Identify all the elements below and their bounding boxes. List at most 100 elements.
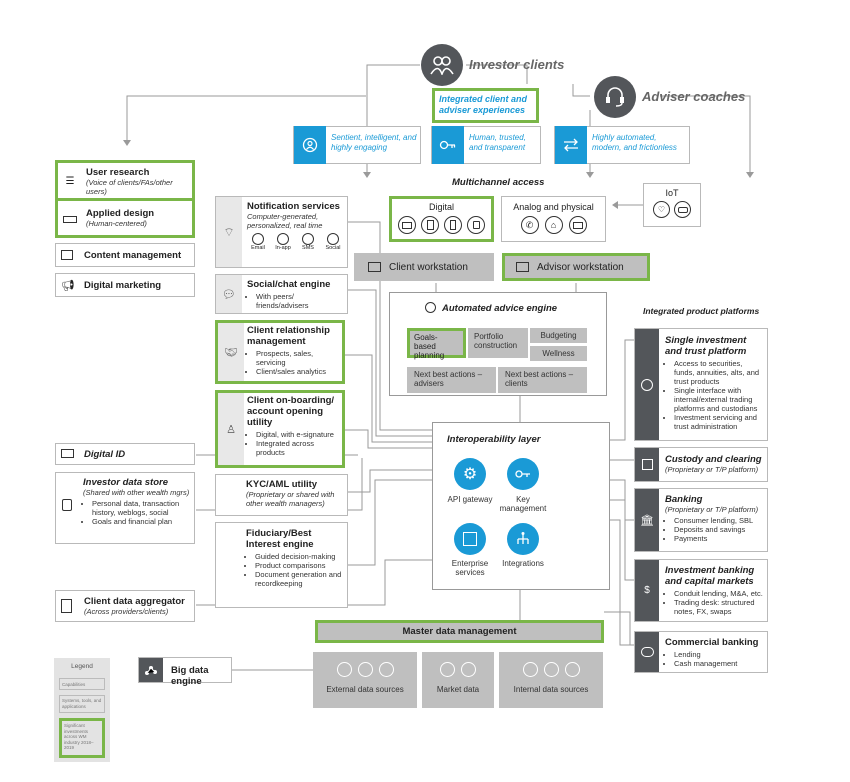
fiduciary-box: Fiduciary/Best Interest engine Guided de… <box>215 522 348 608</box>
single-item: Access to securities, funds, annuities, … <box>674 359 764 386</box>
digital-id-title: Digital ID <box>84 449 126 460</box>
workstation-icon <box>368 262 381 272</box>
social-chat-box: 💬︎ Social/chat engine With peers/ friend… <box>215 274 348 314</box>
chat-icon: 💬︎ <box>216 275 242 313</box>
fiduciary-item: Product comparisons <box>255 561 344 570</box>
key-icon <box>432 126 464 164</box>
bar-chart-icon <box>357 662 373 677</box>
digital-title: Digital <box>428 202 454 212</box>
applied-design-title: Applied design <box>86 208 155 219</box>
social-icon <box>327 233 339 245</box>
bank-icon: 🏛︎ <box>635 489 659 551</box>
commercial-item: Lending <box>674 650 764 659</box>
adviser-coaches-icon <box>594 76 636 118</box>
content-management-title: Content management <box>84 250 182 261</box>
tablet-icon <box>421 216 439 234</box>
custody-clearing: Custody and clearing (Proprietary or T/P… <box>634 447 768 482</box>
person-icon <box>294 126 326 164</box>
piggy-bank-icon <box>635 632 659 672</box>
user-research-sub: (Voice of clients/FAs/other users) <box>86 178 173 196</box>
id-card-icon <box>61 449 74 458</box>
integrations-icon <box>507 523 539 555</box>
client-workstation-label: Client workstation <box>389 261 468 273</box>
budgeting: Budgeting <box>530 328 587 343</box>
card-icon <box>568 216 587 234</box>
external-data-label: External data sources <box>326 685 404 694</box>
interoperability-layer: Interoperability layer ⚙ API gateway Key… <box>432 422 610 590</box>
notification-services-box: ⌔ Notification services Computer-generat… <box>215 196 348 268</box>
big-data-box: Big data engine <box>138 657 232 687</box>
integrations-label: Integrations <box>502 559 544 568</box>
wifi-icon: ⌔ <box>216 197 242 267</box>
commercial-banking: Commercial banking Lending Cash manageme… <box>634 631 768 673</box>
fiduciary-title: Fiduciary/Best Interest engine <box>246 528 314 550</box>
legend: Legend Capabilities Systems, tools, and … <box>54 658 110 762</box>
money-bag-icon: $ <box>635 560 659 621</box>
experience-investor-label: Sentient, intelligent, and highly engagi… <box>331 133 417 152</box>
cube-icon <box>635 448 659 481</box>
advisor-workstation: Advisor workstation <box>502 253 650 281</box>
channel-email: Email <box>247 233 269 251</box>
line-chart-icon <box>522 662 538 677</box>
legend-capabilities: Capabilities <box>59 678 105 690</box>
internal-data-sources: Internal data sources <box>499 652 603 708</box>
arrows-icon <box>555 126 587 164</box>
channel-social: Social <box>322 233 344 251</box>
lock-icon <box>62 499 72 511</box>
bar-chart-icon <box>543 662 559 677</box>
onboarding-item: Digital, with e-signature <box>256 430 340 439</box>
documents-icon <box>61 599 72 613</box>
content-management-box: Content management <box>55 243 195 267</box>
fiduciary-item: Guided decision-making <box>255 552 344 561</box>
analog-channels: ✆ ⌂ <box>502 216 605 234</box>
external-data-sources: External data sources <box>313 652 417 708</box>
banking-sub: (Proprietary or T/P platform) <box>665 505 759 514</box>
adviser-coaches-label: Adviser coaches <box>642 89 746 104</box>
handshake-icon: 🤝︎ <box>218 323 244 381</box>
banking-item: Consumer lending, SBL <box>674 516 764 525</box>
digital-id-box: Digital ID <box>55 443 195 465</box>
banking: 🏛︎ Banking (Proprietary or T/P platform)… <box>634 488 768 552</box>
pie-chart-icon <box>564 662 580 677</box>
line-chart-icon <box>440 662 455 677</box>
investor-data-store-box: Investor data store (Shared with other w… <box>55 472 195 544</box>
aggregator-sub: (Across providers/clients) <box>84 607 169 616</box>
crm-box: 🤝︎ Client relationship management Prospe… <box>215 320 345 384</box>
experience-automated-label: Highly automated, modern, and frictionle… <box>592 133 677 152</box>
app-icon <box>277 233 289 245</box>
lightbulb-icon <box>425 302 436 313</box>
kyc-title: KYC/AML utility <box>246 479 318 490</box>
market-data-label: Market data <box>436 685 480 694</box>
chip-icon <box>454 523 486 555</box>
experience-human-label: Human, trusted, and transparent <box>469 133 526 152</box>
experience-box-investor: Sentient, intelligent, and highly engagi… <box>293 126 421 164</box>
envelope-icon <box>252 233 264 245</box>
wellness: Wellness <box>530 346 587 361</box>
digital-devices <box>392 216 491 234</box>
single-item: Single interface with internal/external … <box>674 386 764 413</box>
user-research-group: ☰ User research (Voice of clients/FAs/ot… <box>55 160 195 238</box>
digital-marketing-title: Digital marketing <box>84 280 162 291</box>
notification-sub: Computer-generated, personalized, real t… <box>247 212 323 230</box>
banking-title: Banking <box>665 494 703 505</box>
fiduciary-item: Document generation and recordkeeping <box>255 570 344 588</box>
market-data: Market data <box>422 652 494 708</box>
legend-title: Legend <box>71 663 93 670</box>
single-investment-platform: Single investment and trust platform Acc… <box>634 328 768 441</box>
goals-based-planning: Goals-based planning <box>407 328 466 360</box>
crm-item: Client/sales analytics <box>256 367 340 376</box>
key-management-icon <box>507 458 539 490</box>
gear-icon: ⚙ <box>454 458 486 490</box>
kyc-box: KYC/AML utility (Proprietary or shared w… <box>215 474 348 516</box>
investor-store-item: Goals and financial plan <box>92 517 192 526</box>
multichannel-heading: Multichannel access <box>452 177 545 188</box>
single-investment-title: Single investment and trust platform <box>665 335 747 357</box>
investor-clients-label: Investor clients <box>469 57 565 72</box>
onboarding-item: Integrated across products <box>256 439 340 457</box>
user-list-icon: ☰ <box>65 175 75 187</box>
ruler-icon <box>58 201 82 237</box>
digital-box: Digital <box>389 196 494 242</box>
ib-title: Investment banking and capital markets <box>665 565 755 587</box>
ib-item: Conduit lending, M&A, etc. <box>674 589 764 598</box>
iot-box: IoT ♡ <box>643 183 701 227</box>
